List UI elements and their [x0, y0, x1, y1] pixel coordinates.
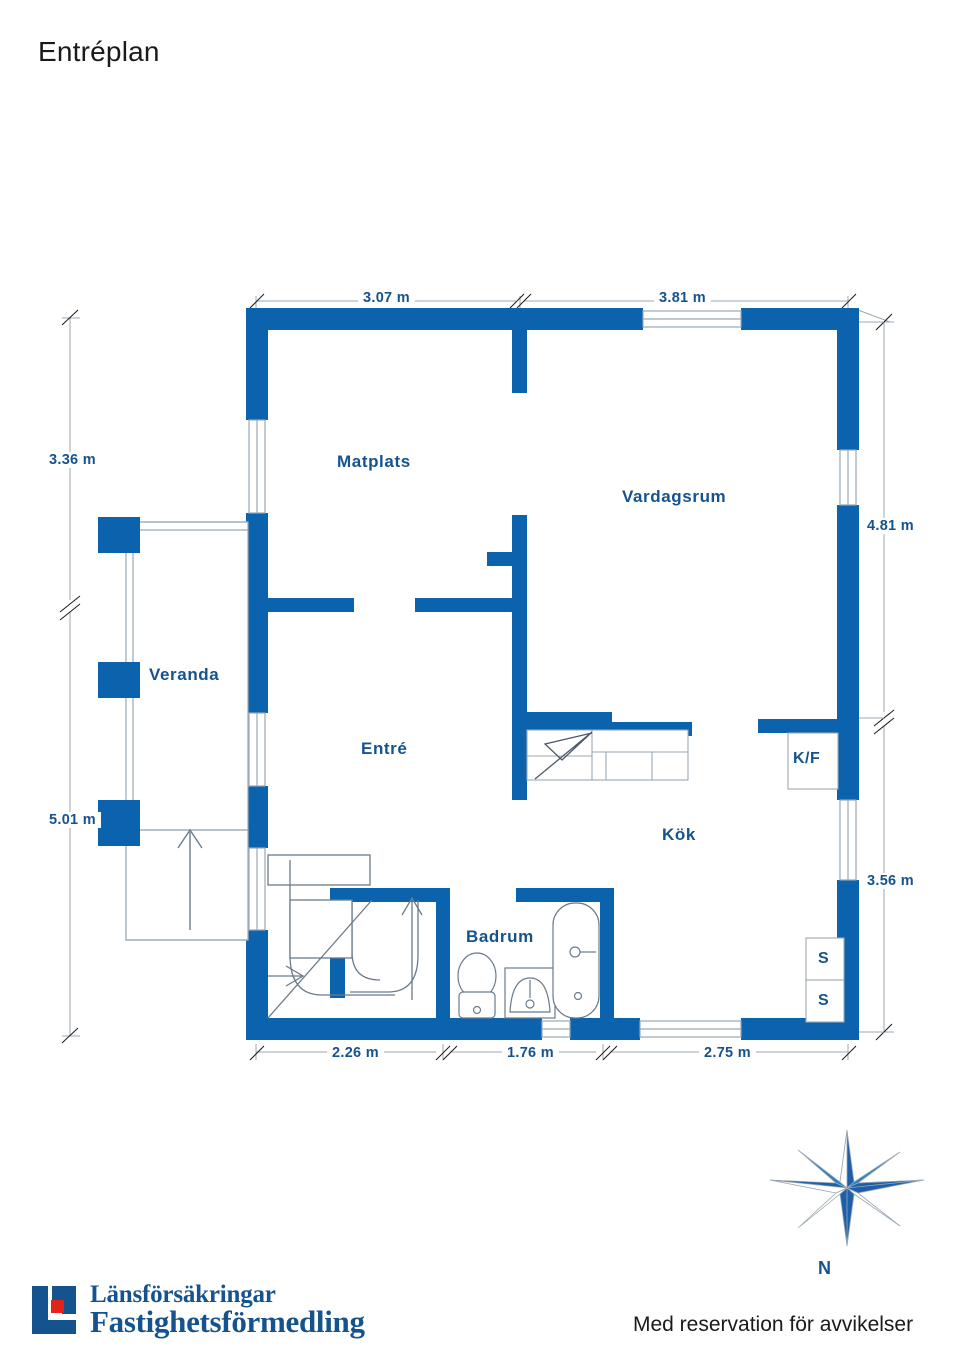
- veranda-post: [98, 517, 140, 553]
- disclaimer-text: Med reservation för avvikelser: [633, 1313, 914, 1336]
- skap-box-2: [805, 979, 845, 1023]
- room-label-matplats: Matplats: [337, 452, 411, 471]
- dimension-bottom-2: 1.76 m: [502, 1045, 559, 1061]
- compass-north-label: N: [818, 1258, 831, 1278]
- kitchen-counter: [526, 729, 689, 781]
- bathroom-fixtures: [457, 902, 600, 1019]
- appliance-label-kyl-frys: K/F: [793, 750, 821, 767]
- dimension-left-1: 3.36 m: [44, 452, 101, 468]
- logo-line-2: Fastighetsförmedling: [90, 1303, 365, 1339]
- dimension-left-2: 5.01 m: [44, 812, 101, 828]
- dimension-right-1: 4.81 m: [862, 518, 919, 534]
- logo-line-1: Länsförsäkringar: [90, 1281, 276, 1308]
- dimension-right-2: 3.56 m: [862, 873, 919, 889]
- logo-mark-icon: [32, 1285, 76, 1334]
- bathtub: [552, 902, 600, 1019]
- veranda-post: [98, 662, 140, 698]
- room-label-veranda: Veranda: [149, 665, 220, 684]
- windows: [248, 310, 857, 1038]
- dimension-bottom-1: 2.26 m: [327, 1045, 384, 1061]
- page-title: Entréplan: [38, 36, 160, 67]
- appliance-label-skap-2: S: [818, 992, 830, 1009]
- company-logo: Länsförsäkringar Fastighetsförmedling: [30, 1281, 365, 1339]
- dimension-top-1: 3.07 m: [358, 290, 415, 306]
- appliance-label-skap-1: S: [818, 950, 830, 967]
- entry-direction-arrow: [177, 828, 203, 930]
- room-label-badrum: Badrum: [466, 927, 534, 946]
- toilet-tank: [458, 991, 496, 1019]
- kyl-frys-box: [787, 732, 839, 790]
- logo-text: Länsförsäkringar Fastighetsförmedling: [90, 1281, 365, 1339]
- veranda-post: [98, 800, 140, 846]
- veranda-structure: [98, 517, 249, 941]
- dimension-top-2: 3.81 m: [654, 290, 711, 306]
- room-label-entre: Entré: [361, 739, 408, 758]
- room-label-vardagsrum: Vardagsrum: [622, 487, 727, 506]
- staircase: [267, 854, 423, 1019]
- compass-rose-icon: [769, 1129, 925, 1247]
- room-label-kok: Kök: [662, 825, 696, 844]
- skap-box-1: [805, 937, 845, 981]
- dimension-bottom-3: 2.75 m: [699, 1045, 756, 1061]
